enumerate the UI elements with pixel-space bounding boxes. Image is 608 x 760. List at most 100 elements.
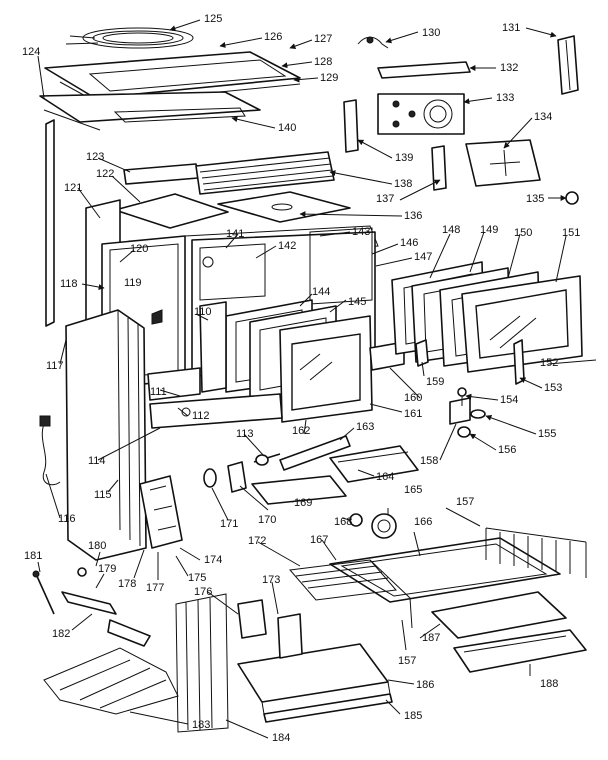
callout-145: 145 <box>348 296 367 308</box>
callout-136: 136 <box>404 210 423 222</box>
callout-110: 110 <box>194 306 212 318</box>
insulation-136 <box>217 191 351 223</box>
callout-168: 168 <box>334 516 353 528</box>
callout-161: 161 <box>404 408 423 420</box>
callout-111: 111 <box>150 386 167 398</box>
oven-door-161 <box>279 315 373 423</box>
vent-panel-123 <box>123 163 199 185</box>
broiler-pan-188 <box>453 629 587 673</box>
bracket-137 <box>431 145 447 191</box>
callout-155: 155 <box>538 428 557 440</box>
callout-120: 120 <box>130 243 149 255</box>
lamp-155 <box>470 409 486 419</box>
bracket-176 <box>237 599 267 639</box>
callout-127: 127 <box>314 33 333 45</box>
callout-138: 138 <box>394 178 413 190</box>
callout-147: 147 <box>414 251 433 263</box>
knob-165 <box>371 513 397 539</box>
callout-153: 153 <box>544 382 563 394</box>
callout-166: 166 <box>414 516 433 528</box>
callout-169: 169 <box>294 497 313 509</box>
callout-128: 128 <box>314 56 333 68</box>
callout-137: 137 <box>376 193 395 205</box>
drawer-panel-185 <box>263 693 393 723</box>
callout-151: 151 <box>562 227 581 239</box>
side-trim-117 <box>43 109 101 327</box>
callout-124: 124 <box>22 46 41 58</box>
callout-179: 179 <box>98 563 117 575</box>
hinge-182 <box>61 591 151 647</box>
callout-157b: 157 <box>398 655 417 667</box>
door-handle-153 <box>513 339 525 385</box>
callout-117: 117 <box>46 360 64 372</box>
callout-163: 163 <box>356 421 375 433</box>
drawer-186 <box>237 643 391 715</box>
drawer-side-173 <box>277 613 303 659</box>
callout-114: 114 <box>88 455 106 467</box>
callout-140: 140 <box>278 122 297 134</box>
callout-113: 113 <box>236 428 254 440</box>
outer-door-151 <box>461 275 583 373</box>
insulation-122 <box>114 193 229 229</box>
terminal-block-130 <box>357 36 389 49</box>
callout-171: 171 <box>220 518 239 530</box>
switch-139 <box>343 99 359 153</box>
callout-177: 177 <box>146 582 165 594</box>
callout-164: 164 <box>376 471 395 483</box>
bracket-158 <box>449 397 471 425</box>
callout-112: 112 <box>192 410 210 422</box>
socket-156 <box>457 426 471 438</box>
callout-174: 174 <box>204 554 223 566</box>
callout-182: 182 <box>52 628 71 640</box>
callout-178: 178 <box>118 578 137 590</box>
callout-146: 146 <box>400 237 419 249</box>
callout-158: 158 <box>420 455 439 467</box>
shelf-169 <box>251 475 347 505</box>
callout-165: 165 <box>404 484 423 496</box>
rack-157 <box>485 527 587 578</box>
wire-rack-184 <box>175 593 229 733</box>
surface-element-125 <box>65 27 194 49</box>
callout-133: 133 <box>496 92 515 104</box>
insulation-174 <box>139 475 183 549</box>
callout-116: 116 <box>58 513 76 525</box>
callout-130: 130 <box>422 27 441 39</box>
callout-183: 183 <box>192 719 211 731</box>
callout-122: 122 <box>96 168 115 180</box>
callout-134: 134 <box>534 111 553 123</box>
callout-131: 131 <box>502 22 521 34</box>
rod-113 <box>253 453 281 466</box>
callout-167: 167 <box>310 534 329 546</box>
screw-154 <box>457 387 467 406</box>
broiler-pan-166 <box>329 537 561 603</box>
trim-114 <box>149 393 283 429</box>
callout-188: 188 <box>540 678 559 690</box>
bracket-131 <box>557 35 579 95</box>
callout-152: 152 <box>540 357 559 369</box>
shelf-164 <box>329 445 419 483</box>
element-163 <box>279 435 351 471</box>
callout-181: 181 <box>24 550 43 562</box>
side-panel-115 <box>65 309 147 561</box>
broiler-pan-insert-187 <box>431 591 567 639</box>
callout-159: 159 <box>426 376 445 388</box>
callout-180: 180 <box>88 540 107 552</box>
switch-111 <box>147 367 201 401</box>
power-cord-116 <box>39 415 61 486</box>
callout-118: 118 <box>60 278 78 290</box>
callout-185: 185 <box>404 710 423 722</box>
callout-170: 170 <box>258 514 277 526</box>
vent-grille-138 <box>195 151 335 195</box>
top-frame-140 <box>39 91 261 123</box>
callout-157: 157 <box>456 496 475 508</box>
callout-175: 175 <box>188 572 207 584</box>
broiler-grid-183 <box>43 647 179 715</box>
callout-176: 176 <box>194 586 213 598</box>
callout-132: 132 <box>500 62 519 74</box>
leader-lines <box>37 19 597 739</box>
callout-139: 139 <box>395 152 414 164</box>
callout-160: 160 <box>404 392 423 404</box>
callout-125: 125 <box>204 13 223 25</box>
lamp-cover-171 <box>203 468 217 488</box>
